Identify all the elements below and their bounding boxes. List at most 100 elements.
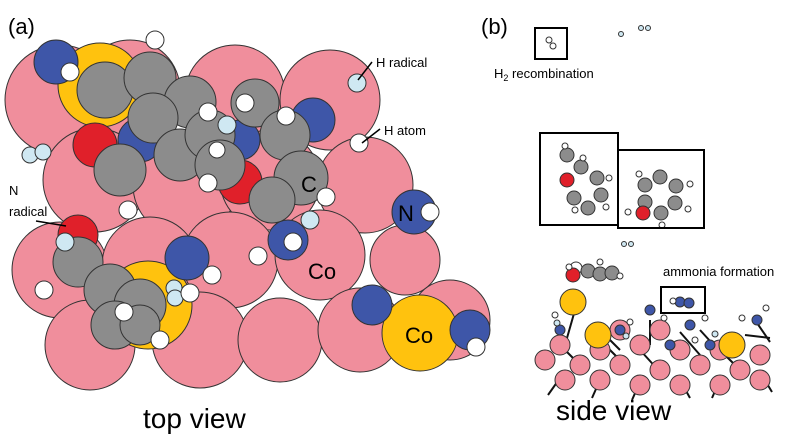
oxygen-atom: [635, 205, 651, 221]
nitrogen-atom: [554, 324, 566, 336]
hydrogen-atom: [118, 200, 138, 220]
carbon-atom: [593, 187, 609, 203]
hydrogen-atom: [686, 180, 694, 188]
cobalt-atom: [749, 344, 771, 366]
hydrogen-atom: [579, 154, 587, 162]
cobalt-atom-label-2: Co: [405, 323, 433, 348]
cobalt-atom: [609, 354, 631, 376]
cobalt-atom: [569, 354, 591, 376]
h2-recombination-label: H2 recombination: [494, 66, 594, 83]
top-view-atoms: [4, 30, 491, 391]
hydrogen-radical-atom: [34, 143, 52, 161]
hydrogen-atom: [660, 314, 668, 322]
panel-label-b: (b): [481, 14, 508, 39]
cobalt-atom: [237, 297, 323, 383]
hydrogen-atom: [762, 304, 770, 312]
carbon-atom: [589, 170, 605, 186]
carbon-atom: [580, 200, 596, 216]
bond-line: [679, 331, 701, 356]
carbon-atom: [652, 169, 668, 185]
hydrogen-atom: [551, 311, 559, 319]
cobalt-atom-label-1: Co: [308, 259, 336, 284]
hydrogen-atom: [283, 232, 303, 252]
hydrogen-atom: [466, 337, 486, 357]
carbon-atom: [248, 176, 296, 224]
hydrogen-atom: [701, 314, 709, 322]
hydrogen-atom: [616, 272, 624, 280]
hydrogen-atom: [571, 206, 579, 214]
hydrogen-atom: [202, 265, 222, 285]
cobalt-atom: [649, 359, 671, 381]
cobalt-atom: [589, 369, 611, 391]
carbon-atom: [573, 159, 589, 175]
hydrogen-atom: [208, 141, 226, 159]
carbon-atom: [127, 92, 179, 144]
hydrogen-atom: [669, 297, 677, 305]
cobalt-large-atom: [559, 288, 587, 316]
side-view-caption: side view: [556, 395, 672, 426]
hydrogen-atom: [635, 170, 643, 178]
carbon-atom: [604, 265, 620, 281]
hydrogen-atom: [198, 102, 218, 122]
nitrogen-atom: [674, 296, 686, 308]
cobalt-large-atom: [584, 321, 612, 349]
carbon-atom: [566, 190, 582, 206]
hydrogen-atom: [145, 30, 165, 50]
nitrogen-atom: [351, 284, 393, 326]
hydrogen-atom: [248, 246, 268, 266]
cobalt-atom: [549, 334, 571, 356]
hydrogen-radical-atom: [347, 73, 367, 93]
h-radical-label: H radical: [376, 55, 427, 70]
carbon-atom: [667, 195, 683, 211]
hydrogen-atom: [596, 258, 604, 266]
cobalt-atom: [649, 319, 671, 341]
hydrogen-atom: [198, 173, 218, 193]
cobalt-atom: [709, 374, 731, 396]
molecule-box-right: [617, 149, 705, 229]
hydrogen-radical-atom: [711, 330, 719, 338]
cobalt-atom: [669, 374, 691, 396]
carbon-atom: [93, 143, 147, 197]
hydrogen-atom: [561, 142, 569, 150]
h2-recombination-box: [534, 27, 568, 60]
n-radical-label-line2: radical: [9, 204, 47, 219]
hydrogen-atom: [34, 280, 54, 300]
nitrogen-atom-label: N: [398, 201, 414, 226]
ammonia-formation-box: [660, 286, 706, 314]
cobalt-atom: [629, 334, 651, 356]
bond-line: [744, 334, 771, 339]
hydrogen-atom: [316, 187, 336, 207]
hydrogen-radical-atom: [621, 241, 627, 247]
h-radical-pointer: [357, 61, 373, 81]
carbon-atom: [653, 205, 669, 221]
carbon-atom: [76, 61, 134, 119]
cobalt-atom: [554, 369, 576, 391]
nitrogen-atom: [704, 339, 716, 351]
hydrogen-atom: [565, 263, 573, 271]
hydrogen-atom: [691, 336, 699, 344]
hydrogen-radical-atom: [55, 232, 75, 252]
hydrogen-radical-atom: [553, 319, 561, 327]
cobalt-atom: [629, 374, 651, 396]
hydrogen-atom: [420, 202, 440, 222]
hydrogen-atom: [349, 133, 369, 153]
n-radical-label-line1: N: [9, 183, 18, 198]
hydrogen-atom: [545, 36, 553, 44]
nitrogen-atom: [644, 304, 656, 316]
cobalt-atom: [729, 359, 751, 381]
hydrogen-radical-atom: [645, 25, 651, 31]
cobalt-atom: [689, 354, 711, 376]
hydrogen-atom: [114, 302, 134, 322]
cobalt-atom: [749, 369, 771, 391]
nitrogen-atom: [683, 297, 695, 309]
panel-label-a: (a): [8, 14, 35, 39]
hydrogen-atom: [180, 283, 200, 303]
oxygen-atom: [565, 267, 581, 283]
side-view-atoms: [534, 25, 773, 401]
hydrogen-atom: [549, 42, 557, 50]
top-view-caption: top view: [143, 403, 246, 434]
h2-recombination-subscript: 2: [503, 73, 508, 83]
hydrogen-radical-atom: [622, 332, 630, 340]
h-atom-pointer: [361, 128, 381, 144]
